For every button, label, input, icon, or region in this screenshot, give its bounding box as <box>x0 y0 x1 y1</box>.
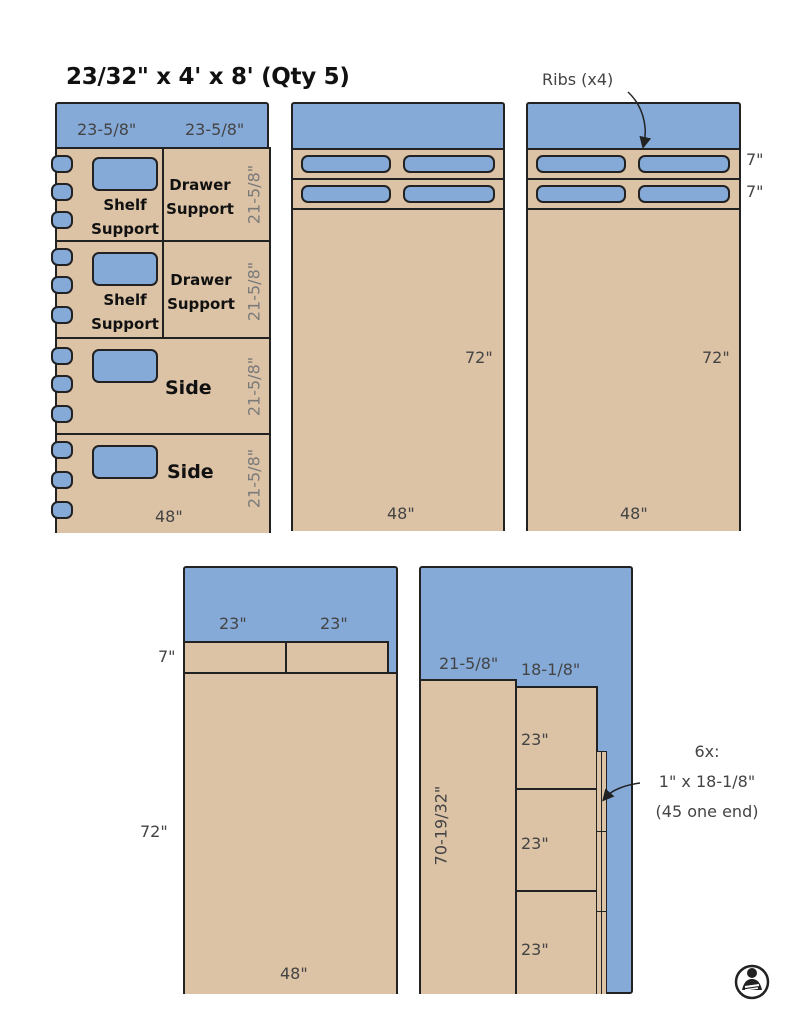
shelf-piece: 23" <box>515 686 598 790</box>
sheet2-height-dim: 72" <box>465 348 493 367</box>
rib-piece <box>285 641 389 674</box>
slot-hole <box>51 276 73 294</box>
sheet1-top-dim-left: 23-5/8" <box>77 120 137 139</box>
drawer-support-piece: Drawer Support 21-5/8" <box>162 147 271 242</box>
strips-arrow <box>602 782 641 802</box>
ribs-arrow <box>627 91 652 149</box>
ribs-callout: Ribs (x4) <box>542 70 614 89</box>
tall-width-dim: 21-5/8" <box>439 654 499 673</box>
cutout-hole <box>92 445 158 479</box>
slot-hole <box>51 155 73 173</box>
shelf-support-label: Shelf Support <box>91 196 159 238</box>
rib-dim-1: 7" <box>746 150 764 169</box>
slot-hole <box>51 441 73 459</box>
slot-hole <box>51 347 73 365</box>
slot-hole <box>51 183 73 201</box>
drawer-support-label: Drawer Support <box>166 176 234 218</box>
sheet4-width-dim: 48" <box>280 964 308 983</box>
main-piece: 72" 48" <box>291 208 505 531</box>
rib-dim-2: 7" <box>746 182 764 201</box>
sheet-5: 21-5/8" 18-1/8" 70-19/32" 23" 23" 23" <box>419 566 633 994</box>
sheet1-width-dim: 48" <box>155 507 183 526</box>
sheet-4: 23" 23" 48" <box>183 566 398 994</box>
rib-slot <box>403 155 495 173</box>
shelf-support-piece: Shelf Support <box>51 240 164 339</box>
main-piece: 48" <box>183 672 398 994</box>
sheet-3: 72" 48" <box>526 102 741 531</box>
rib-row <box>526 148 741 180</box>
side-piece: Side 21-5/8" 48" <box>51 433 271 533</box>
sheet2-width-dim: 48" <box>387 504 415 523</box>
shelf-width-dim: 18-1/8" <box>521 660 581 679</box>
shelf-support-piece: Shelf Support <box>51 147 164 242</box>
strip-piece <box>601 911 607 994</box>
shelf-piece: 23" <box>515 890 598 994</box>
side-label: Side <box>167 461 214 483</box>
shelf-support-label: Shelf Support <box>91 291 159 333</box>
sheet4-height-dim: 72" <box>140 822 168 841</box>
slot-hole <box>51 211 73 229</box>
sheet4-top-dim-right: 23" <box>320 614 348 633</box>
rib-slot <box>536 155 626 173</box>
slot-hole <box>51 375 73 393</box>
shelf-dim: 23" <box>521 730 549 749</box>
slot-hole <box>51 306 73 324</box>
shelf-dim: 23" <box>521 834 549 853</box>
page-title: 23/32" x 4' x 8' (Qty 5) <box>66 64 350 90</box>
rib-slot <box>536 185 626 203</box>
sheet-1: 23-5/8" 23-5/8" Shelf Support Drawer Sup… <box>51 102 271 533</box>
slot-hole <box>51 501 73 519</box>
slot-hole <box>51 248 73 266</box>
sheet-2: 72" 48" <box>291 102 505 531</box>
slot-hole <box>51 405 73 423</box>
sheet3-width-dim: 48" <box>620 504 648 523</box>
rib-row <box>291 148 505 180</box>
cutout-hole <box>92 252 158 286</box>
rib-slot <box>301 155 391 173</box>
rib-slot <box>638 185 730 203</box>
side-label: Side <box>165 377 212 399</box>
cutout-hole <box>92 157 158 191</box>
sheet1-top-dim-right: 23-5/8" <box>185 120 245 139</box>
side-piece: Side 21-5/8" <box>51 337 271 435</box>
shelf-dim: 23" <box>521 940 549 959</box>
cutout-hole <box>92 349 158 383</box>
rib-slot <box>403 185 495 203</box>
main-piece: 72" 48" <box>526 208 741 531</box>
sheet4-rib-dim: 7" <box>158 647 176 666</box>
strips-callout: 6x: 1" x 18-1/8" (45 one end) <box>655 742 759 821</box>
drawer-support-label: Drawer Support <box>167 271 235 313</box>
woodworker-logo-icon <box>733 963 771 1001</box>
sheet4-top-dim-left: 23" <box>219 614 247 633</box>
sheet3-height-dim: 72" <box>702 348 730 367</box>
slot-hole <box>51 471 73 489</box>
rib-slot <box>301 185 391 203</box>
rib-row <box>526 178 741 210</box>
rib-slot <box>638 155 730 173</box>
